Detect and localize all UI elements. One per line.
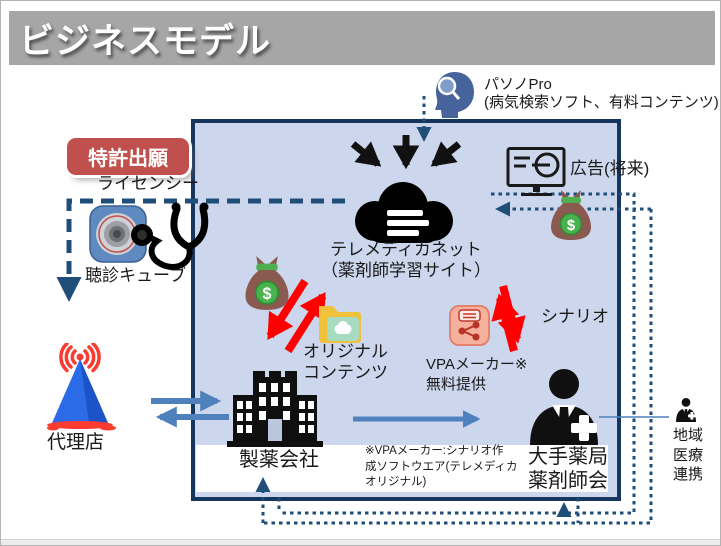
svg-text:$: $	[567, 217, 576, 234]
bottom-bar	[1, 539, 720, 545]
money-bag-content-icon: $	[243, 255, 291, 311]
money-bag-ad-icon: $	[549, 189, 593, 241]
vpa-note: ※VPAメーカー:シナリオ作 成ソフトウエア(テレメディカ オリジナル)	[365, 445, 518, 489]
cloud-title: テレメディカネット	[330, 240, 482, 259]
cloud-subtitle: （薬剤師学習サイト）	[321, 261, 491, 280]
page-title: ビジネスモデル	[19, 21, 272, 61]
building-icon	[227, 367, 323, 447]
patent-badge: 特許出願	[67, 138, 189, 175]
head-search-icon	[432, 71, 478, 119]
pasono-title: パソノPro	[484, 76, 552, 93]
pharmacist-small-icon	[674, 397, 698, 423]
scenario-label: シナリオ	[541, 307, 609, 326]
share-app-icon	[449, 305, 490, 346]
vpa-label: VPAメーカー※ 無料提供	[426, 356, 528, 393]
antenna-icon	[41, 341, 119, 435]
stethoscope-label: 聴診キューブ	[85, 266, 186, 285]
title-bar: ビジネスモデル	[9, 11, 715, 65]
ad-label: 広告(将来)	[570, 159, 650, 178]
agency-label: 代理店	[47, 432, 105, 453]
pasono-subtitle: (病気検索ソフト、有料コンテンツ)	[484, 94, 719, 111]
regional-label: 地域 医療 連携	[673, 427, 704, 483]
company-label: 製薬会社	[239, 449, 319, 471]
cloud-icon	[347, 179, 459, 245]
pharmacist-icon	[523, 367, 605, 445]
folder-cloud-icon	[317, 299, 363, 343]
svg-text:$: $	[263, 285, 272, 303]
licensee-label: ライセンシー	[97, 174, 199, 193]
pharmacy-label: 大手薬局 薬剤師会	[528, 446, 608, 492]
